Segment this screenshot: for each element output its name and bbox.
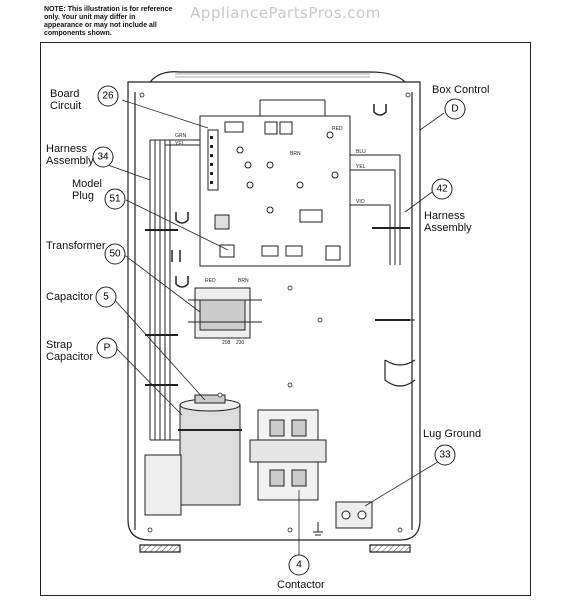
circuit-board <box>199 99 351 267</box>
wire-label-vio: VIO <box>356 199 365 205</box>
label-model-plug-line1: Model <box>72 178 102 190</box>
label-board-circuit-line2: Circuit <box>50 100 82 112</box>
label-lug-ground: Lug Ground <box>423 428 482 440</box>
callout-4: 4 <box>296 560 302 571</box>
wire-clips <box>171 104 387 288</box>
wire-label-230: 230 <box>236 340 245 346</box>
label-harness-left-line1: Harness <box>46 143 87 155</box>
mounting-holes <box>139 92 411 533</box>
wire-label-brn: BRN <box>290 151 301 157</box>
note-text: NOTE: This illustration is for reference… <box>44 6 173 37</box>
label-strap-capacitor-line2: Capacitor <box>46 351 94 363</box>
transformer <box>188 287 262 339</box>
label-contactor: Contactor <box>277 579 325 591</box>
wire-label-brn2: BRN <box>238 278 249 284</box>
label-strap-capacitor-line1: Strap <box>46 339 73 351</box>
callout-50: 50 <box>109 249 121 260</box>
wire-label-grn: GRN <box>175 133 187 139</box>
label-harness-right-line1: Harness <box>424 210 465 222</box>
label-harness-left-line2: Assembly <box>46 155 94 167</box>
wire-label-yel: YEL <box>175 141 185 147</box>
callout-26: 26 <box>102 91 114 102</box>
cabinet <box>127 71 421 553</box>
callout-42: 42 <box>436 184 448 195</box>
harness-right <box>350 154 410 321</box>
wire-label-blu: BLU <box>356 149 366 155</box>
callout-34: 34 <box>97 152 109 163</box>
label-harness-assembly-right: Harness Assembly <box>424 210 472 234</box>
callout-p: P <box>104 343 111 354</box>
label-capacitor: Capacitor <box>46 291 94 303</box>
diagram-frame <box>40 42 531 596</box>
ground-lug <box>313 501 373 536</box>
leader-lines <box>107 99 445 555</box>
label-box-control: Box Control <box>432 84 490 96</box>
label-strap-capacitor: Strap Capacitor <box>46 339 93 363</box>
callout-33: 33 <box>439 450 451 461</box>
wire-labels: GRN YEL RED BLU YEL VIO BRN RED BRN 208 … <box>175 126 366 346</box>
callouts <box>92 85 466 576</box>
board-terminals <box>210 136 213 184</box>
label-harness-right-line2: Assembly <box>424 222 472 234</box>
harness-left <box>145 139 200 441</box>
watermark: AppliancePartsPros.com <box>190 4 381 22</box>
wire-label-yel2: YEL <box>356 164 366 170</box>
label-board-circuit-line1: Board <box>50 88 80 100</box>
label-transformer: Transformer <box>46 240 106 252</box>
label-harness-assembly-left: Harness Assembly <box>46 143 94 167</box>
callout-numbers: 26 D 34 51 42 50 5 P 33 4 <box>97 91 458 571</box>
contactor <box>249 409 327 501</box>
label-model-plug: Model Plug <box>72 178 102 202</box>
callout-5: 5 <box>103 292 109 303</box>
top-grille <box>175 73 370 78</box>
wire-label-208: 208 <box>222 340 231 346</box>
callout-51: 51 <box>109 194 121 205</box>
callout-d: D <box>451 104 458 115</box>
wire-label-red2: RED <box>205 278 216 284</box>
label-model-plug-line2: Plug <box>72 190 95 202</box>
wire-label-red: RED <box>332 126 343 132</box>
label-board-circuit: Board Circuit <box>50 88 81 112</box>
capacitor <box>144 394 242 516</box>
